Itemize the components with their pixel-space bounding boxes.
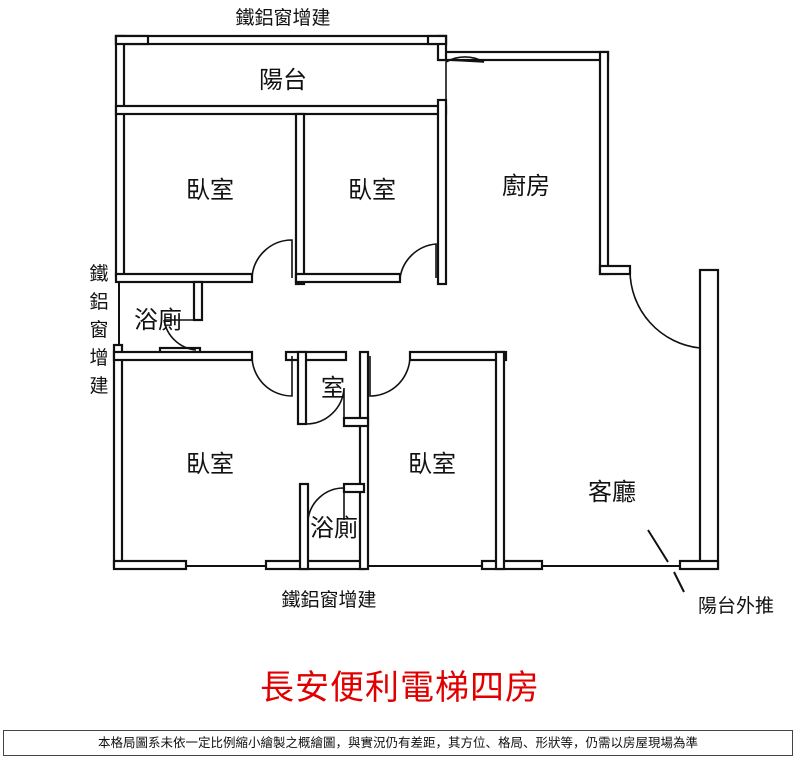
- floor-plan: .w { fill:#ffffff; stroke:#111; stroke-w…: [89, 7, 774, 617]
- label-bedroom-top-left: 臥室: [186, 176, 234, 204]
- label-bedroom-top-right: 臥室: [348, 176, 396, 204]
- wall-bottom-2: [264, 559, 366, 571]
- wall-bedroom2-bottom: [294, 272, 402, 284]
- wall-left-lower: [112, 343, 124, 569]
- label-bath-lower: 浴廁: [310, 514, 358, 542]
- note-left-window-1: 鐵: [89, 263, 108, 285]
- balcony-outward-line: [647, 529, 669, 563]
- note-left-window-3: 窗: [89, 319, 108, 341]
- note-balcony-outward: 陽台外推: [698, 595, 774, 617]
- wall-right: [698, 268, 720, 570]
- note-left-window-2: 鋁: [89, 291, 108, 313]
- wall-kitchen-top: [438, 50, 610, 62]
- label-bedroom-bottom-right: 臥室: [408, 450, 456, 478]
- wall-smallroom-bottom: [342, 416, 370, 428]
- wall-bedrooms-divider: [294, 112, 306, 286]
- wall-bath2-left: [298, 482, 310, 571]
- wall-smallroom-left: [296, 350, 308, 426]
- door-living: [629, 269, 701, 349]
- wall-bedroom1-bottom: [114, 272, 254, 284]
- wall-bedroom3-top: [112, 350, 254, 362]
- plan-title: 長安便利電梯四房: [260, 668, 540, 708]
- disclaimer-box: 本格局圖系未依一定比例縮小繪製之概繪圖，與實況仍有差距，其方位、格局、形狀等，仍…: [3, 730, 793, 756]
- wall-bedroom4-right: [494, 350, 506, 571]
- note-left-window-4: 增: [89, 347, 108, 369]
- door-bedroom2: [399, 243, 437, 279]
- wall-smallroom-top: [284, 350, 348, 362]
- wall-bedroom4-top: [408, 350, 508, 362]
- wall-kitchen-left: [436, 98, 448, 286]
- label-living-room: 客廳: [588, 478, 636, 506]
- wall-bath2-top: [342, 482, 366, 494]
- wall-bottom-1: [112, 559, 188, 571]
- note-top-window: 鐵鋁窗增建: [235, 7, 330, 29]
- label-bath-upper: 浴廁: [134, 306, 182, 334]
- door-smallroom: [305, 387, 345, 425]
- door-bedroom1: [251, 239, 293, 279]
- wall-kitchen-right: [598, 50, 610, 276]
- door-kitchen: [445, 59, 485, 63]
- door-bedroom3: [251, 355, 293, 397]
- wall-bottom-4: [678, 559, 720, 571]
- label-kitchen: 廚房: [502, 172, 550, 200]
- note-left-window-5: 建: [89, 375, 108, 397]
- note-bottom-window: 鐵鋁窗增建: [281, 589, 376, 611]
- label-balcony: 陽台: [259, 66, 307, 94]
- door-bath-upper: [163, 319, 200, 351]
- wall-bath-right: [192, 280, 204, 322]
- wall-top-balcony: [114, 34, 448, 46]
- wall-kitchen-step: [598, 264, 632, 276]
- door-balcony: [445, 56, 485, 100]
- wall-bottom-3: [480, 559, 544, 571]
- door-bedroom4: [369, 355, 411, 397]
- door-bath-lower: [307, 487, 345, 521]
- wall-smallroom-right: [358, 350, 370, 571]
- label-bedroom-bottom-left: 臥室: [186, 450, 234, 478]
- wall-balcony-bottom: [114, 104, 448, 116]
- wall-left-upper: [114, 34, 126, 278]
- label-small-room: 室: [321, 374, 345, 402]
